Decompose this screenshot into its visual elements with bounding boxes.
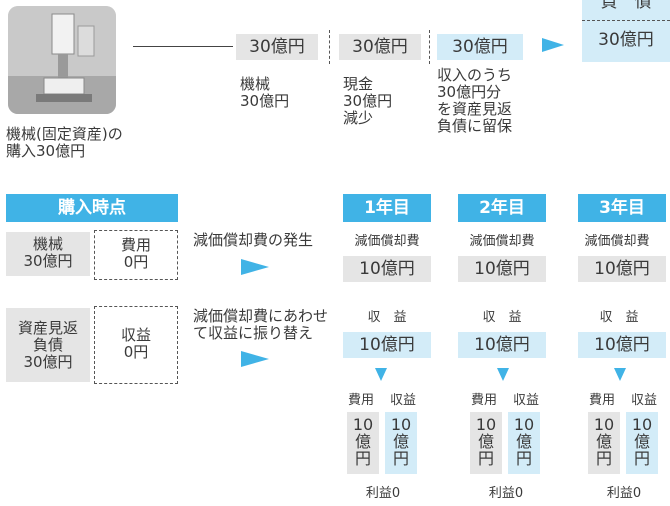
reserve-value-box: 30億円 [437, 34, 523, 60]
year2-exp-col: 費用 [470, 393, 497, 408]
year2-rev-label: 収 益 [482, 310, 522, 325]
year3-rev-value: 10億円 [578, 332, 666, 358]
machine-label: 機械 30億円 [240, 75, 290, 110]
year3-header: 3年目 [578, 194, 666, 222]
photo-caption: 機械(固定資産)の 購入30億円 [6, 125, 123, 160]
year3-rev-label: 収 益 [599, 310, 639, 325]
year1-rev-col: 収益 [389, 393, 416, 408]
year1-header: 1年目 [343, 194, 431, 222]
year2-header: 2年目 [458, 194, 546, 222]
year2-profit: 利益0 [488, 486, 524, 501]
transfer-note: 減価償却費にあわせ て収益に振り替え [193, 307, 329, 342]
year1-exp-col: 費用 [347, 393, 374, 408]
cash-label: 現金 30億円 減少 [343, 75, 393, 127]
year3-dep-label: 減価償却費 [584, 234, 650, 249]
year1-profit: 利益0 [365, 486, 401, 501]
year2-rev-value: 10億円 [458, 332, 546, 358]
year1-rev-value: 10億円 [343, 332, 431, 358]
liability-header: 負 債 [600, 0, 652, 12]
year1-dep-label: 減価償却費 [354, 234, 420, 249]
cash-value-box: 30億円 [339, 34, 421, 60]
year2-rev-val: 10 億 円 [508, 412, 540, 474]
down-arrow-icon [375, 368, 387, 381]
machine-value-box: 30億円 [236, 34, 318, 60]
liability-value: 30億円 [598, 30, 654, 50]
liability-box: 負 債 30億円 [582, 0, 670, 62]
year3-exp-col: 費用 [588, 393, 615, 408]
year2-dep-label: 減価償却費 [469, 234, 535, 249]
dashed-divider [329, 30, 330, 64]
year3-profit: 利益0 [606, 486, 642, 501]
right-arrow-icon [241, 351, 269, 367]
year3-rev-col: 収益 [630, 393, 657, 408]
right-arrow-icon [241, 259, 269, 275]
year3-dep-value: 10億円 [578, 256, 666, 282]
purchase-header: 購入時点 [6, 194, 178, 222]
depreciation-note: 減価償却費の発生 [193, 231, 314, 249]
year1-rev-label: 収 益 [367, 310, 407, 325]
purchase-revenue-box: 収益 0円 [94, 306, 178, 384]
year2-exp-val: 10 億 円 [470, 412, 502, 474]
year1-dep-value: 10億円 [343, 256, 431, 282]
down-arrow-icon [614, 368, 626, 381]
purchase-expense-box: 費用 0円 [94, 230, 178, 280]
year3-rev-val: 10 億 円 [626, 412, 658, 474]
purchase-liability-box: 資産見返 負債 30億円 [6, 308, 90, 382]
connector-line [133, 46, 233, 47]
year1-rev-val: 10 億 円 [385, 412, 417, 474]
right-arrow-icon [542, 38, 564, 52]
liability-divider [582, 20, 670, 21]
dashed-divider [429, 30, 430, 64]
purchase-machine-box: 機械 30億円 [6, 232, 90, 276]
year1-exp-val: 10 億 円 [347, 412, 379, 474]
machine-photo [8, 6, 116, 114]
down-arrow-icon [497, 368, 509, 381]
reserve-label: 収入のうち 30億円分 を資産見返 負債に留保 [437, 66, 513, 135]
year3-exp-val: 10 億 円 [588, 412, 620, 474]
year2-dep-value: 10億円 [458, 256, 546, 282]
year2-rev-col: 収益 [512, 393, 539, 408]
